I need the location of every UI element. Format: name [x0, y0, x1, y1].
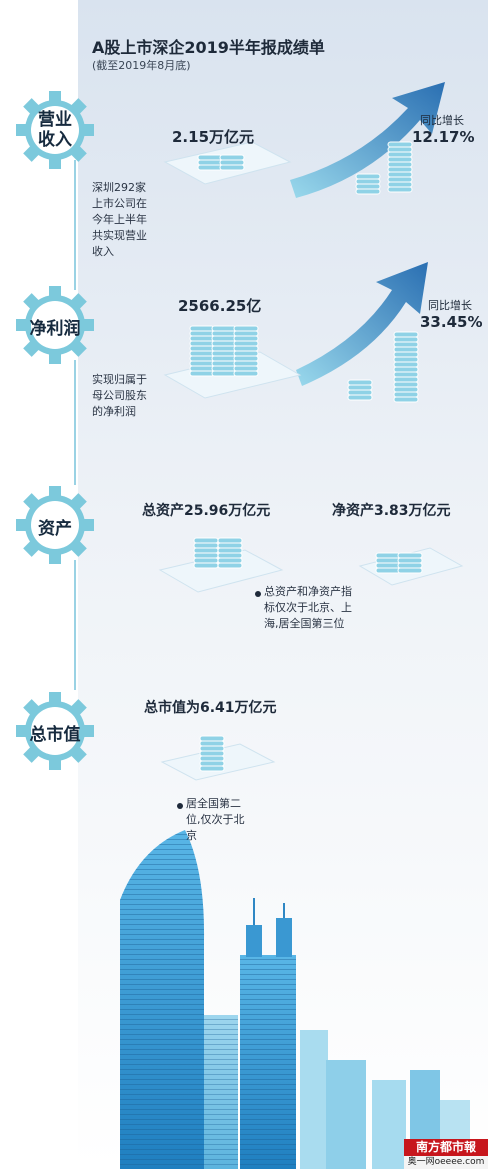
- coin-stack: [347, 331, 419, 403]
- assets-note: 总资产和净资产指标仅次于北京、上海,居全国第三位: [264, 585, 352, 630]
- page-title: A股上市深企2019半年报成绩单: [92, 38, 325, 57]
- gear-icon: [16, 692, 94, 770]
- bullet-icon: [177, 803, 183, 809]
- logo-site: 奥一网oeeee.com: [404, 1156, 488, 1169]
- bullet-icon: [255, 591, 261, 597]
- profit-value: 2566.25亿: [178, 297, 262, 315]
- gear-icon: [16, 486, 94, 564]
- arrow-icon: [296, 262, 428, 386]
- revenue-description: 深圳292家上市公司在今年上半年共实现营业收入: [92, 181, 147, 258]
- coin-stack: [355, 141, 413, 195]
- coin-stack: [197, 154, 245, 171]
- arrow-icon: [290, 82, 445, 198]
- gear-label-assets: 资产: [38, 519, 72, 539]
- assets-total-value: 总资产25.96万亿元: [142, 503, 271, 519]
- assets-net-value: 净资产3.83万亿元: [332, 503, 451, 519]
- gear-icon: [16, 91, 94, 169]
- profit-growth-label: 同比增长: [428, 299, 472, 312]
- coin-stack: [375, 552, 423, 574]
- publisher-logo: 南方都市報 奥一网oeeee.com: [404, 1139, 488, 1169]
- gear-icon: [16, 286, 94, 364]
- revenue-growth-value: 12.17%: [412, 128, 475, 146]
- gear-label-profit: 净利润: [29, 319, 81, 339]
- revenue-growth-label: 同比增长: [420, 114, 464, 127]
- market-note: 居全国第二位,仅次于北京: [186, 797, 245, 842]
- page-subtitle: (截至2019年8月底): [92, 59, 191, 72]
- coin-stack: [189, 325, 259, 377]
- profit-description: 实现归属于母公司股东的净利润: [92, 373, 147, 418]
- gear-label-revenue: 营业 收入: [38, 110, 72, 150]
- logo-name: 南方都市報: [404, 1139, 488, 1156]
- coin-stack: [199, 735, 225, 772]
- market-value: 总市值为6.41万亿元: [144, 700, 277, 716]
- profit-growth-value: 33.45%: [420, 313, 483, 331]
- gear-label-market: 总市值: [29, 725, 81, 745]
- revenue-value: 2.15万亿元: [172, 128, 255, 146]
